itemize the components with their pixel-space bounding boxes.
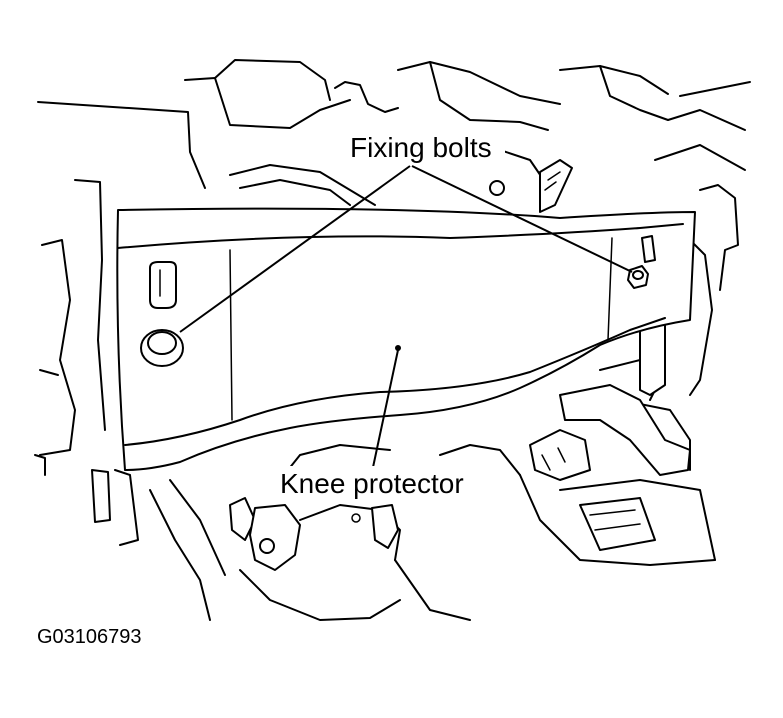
fixing-bolt-right bbox=[627, 265, 649, 289]
figure-id: G03106793 bbox=[37, 626, 142, 648]
fixing-bolts-label-bg bbox=[345, 130, 505, 164]
fixing-bolts-label: Fixing bolts bbox=[350, 132, 492, 163]
fixing-bolt-left bbox=[140, 329, 184, 367]
background-linework bbox=[34, 59, 751, 621]
leader-lines bbox=[179, 165, 633, 473]
knee-protector-label: Knee protector bbox=[280, 468, 464, 499]
knee-protector-label-bg bbox=[275, 466, 487, 500]
knee-protector-panel bbox=[116, 207, 696, 471]
